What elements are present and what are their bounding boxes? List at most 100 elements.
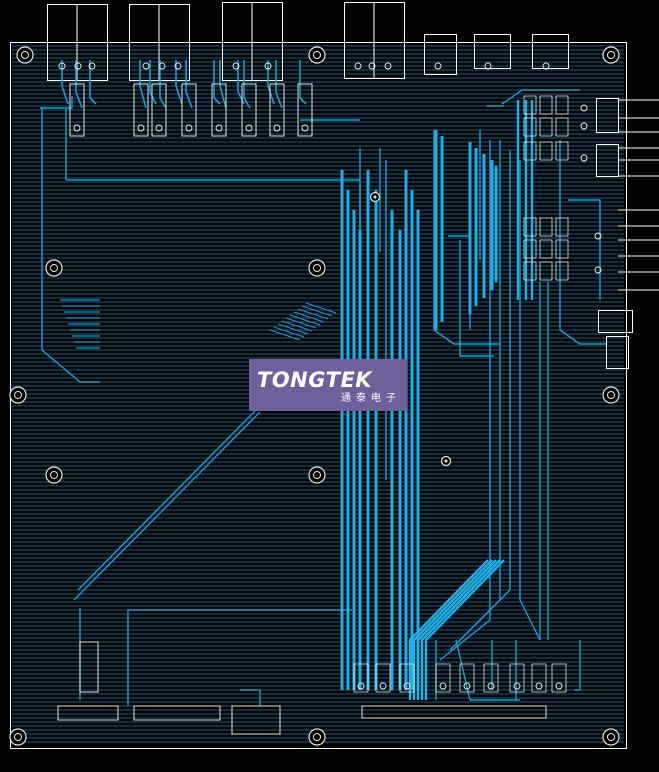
bottom-smd-pad [403, 682, 411, 690]
resistor-pack-pad [215, 124, 223, 132]
bus-trace [416, 559, 497, 700]
resistor-pack-2 [133, 83, 149, 137]
signal-trace [574, 640, 581, 691]
connector-pad [264, 62, 272, 70]
logo-subtitle: 通泰电子 [341, 393, 401, 404]
data-bus-traces [340, 100, 534, 700]
smd-component [523, 117, 537, 137]
smd-component [555, 95, 569, 115]
via-center [373, 195, 377, 199]
bottom-smd-6 [483, 663, 499, 693]
component-footprints [57, 62, 602, 735]
connector-pad [368, 62, 376, 70]
bottom-smd-pad [379, 682, 387, 690]
connector-pad [542, 62, 550, 70]
component-pad [580, 122, 588, 130]
bus-trace [408, 559, 489, 700]
bottom-smd-pad [535, 682, 543, 690]
fanout-trace [297, 308, 329, 320]
bottom-smd-pad [513, 682, 521, 690]
bottom-smd-1 [353, 663, 369, 693]
smd-component [539, 217, 553, 237]
mounting-hole-inner [14, 391, 22, 399]
resistor-pack-pad [273, 124, 281, 132]
bottom-smd-2 [375, 663, 391, 693]
side-connector-3 [598, 310, 633, 333]
logo-wordmark: TONGTEK [257, 368, 373, 392]
smd-component [523, 95, 537, 115]
small-connector-2 [474, 34, 511, 69]
bottom-smd-pad [463, 682, 471, 690]
connector-drop-trace [299, 60, 307, 105]
mounting-hole-inner [313, 51, 321, 59]
component-pad [594, 232, 602, 240]
fanout-trace [277, 323, 309, 335]
signal-trace [73, 411, 261, 601]
mounting-holes [9, 46, 620, 746]
resistor-pack-pad [301, 124, 309, 132]
bottom-smd-4 [435, 663, 451, 693]
resistor-pack-5 [211, 83, 227, 137]
signal-trace [519, 160, 541, 641]
bottom-header-3 [231, 705, 281, 735]
mounting-hole-6 [9, 386, 27, 404]
bottom-smd-pad [357, 682, 365, 690]
bottom-header-4 [361, 705, 547, 719]
resistor-pack-pad [245, 124, 253, 132]
smd-component [523, 239, 537, 259]
connector-pad [434, 62, 442, 70]
fanout-trace [281, 320, 313, 332]
connector-pad [58, 62, 66, 70]
mounting-hole-1 [16, 46, 34, 64]
resistor-pack-6 [241, 83, 257, 137]
connector-pad [384, 62, 392, 70]
connector-pad [158, 62, 166, 70]
smd-component [539, 117, 553, 137]
connector-drop-trace [139, 60, 147, 109]
mounting-hole-11 [308, 728, 326, 746]
component-pad [594, 266, 602, 274]
fanout-trace [293, 311, 325, 323]
fanout-trace [273, 326, 305, 338]
mounting-hole-inner [50, 471, 58, 479]
smd-component [539, 239, 553, 259]
bottom-smd-7 [509, 663, 525, 693]
bottom-smd-8 [531, 663, 547, 693]
connector-pad [232, 62, 240, 70]
mounting-hole-12 [602, 728, 620, 746]
bottom-smd-pad [439, 682, 447, 690]
resistor-pack-1 [69, 83, 85, 137]
mounting-hole-inner [607, 733, 615, 741]
resistor-pack-3 [151, 83, 167, 137]
smd-component [555, 217, 569, 237]
resistor-pack-8 [297, 83, 313, 137]
copper-fill-hatch [12, 45, 624, 743]
signal-trace [459, 240, 494, 357]
resistor-pack-4 [181, 83, 197, 137]
connector-pad [88, 62, 96, 70]
side-connector-1 [596, 98, 619, 133]
connector-pad [74, 62, 82, 70]
small-connector-3 [532, 34, 569, 69]
smd-component [555, 261, 569, 281]
fanout-trace [305, 302, 337, 314]
smd-component [539, 261, 553, 281]
connector-pad [142, 62, 150, 70]
bottom-left-part [79, 641, 99, 693]
smd-component [523, 141, 537, 161]
component-pad [580, 154, 588, 162]
mounting-hole-inner [607, 51, 615, 59]
connector-drop-trace [89, 60, 97, 105]
mounting-hole-inner [14, 733, 22, 741]
mounting-hole-inner [313, 471, 321, 479]
mounting-hole-3 [602, 46, 620, 64]
resistor-pack-7 [269, 83, 285, 137]
bottom-header-1 [57, 705, 119, 721]
mounting-hole-8 [45, 466, 63, 484]
bottom-smd-pad [555, 682, 563, 690]
signal-trace [433, 130, 500, 345]
connector-drop-trace [213, 60, 221, 105]
signal-trace [439, 140, 491, 661]
smd-component [523, 261, 537, 281]
